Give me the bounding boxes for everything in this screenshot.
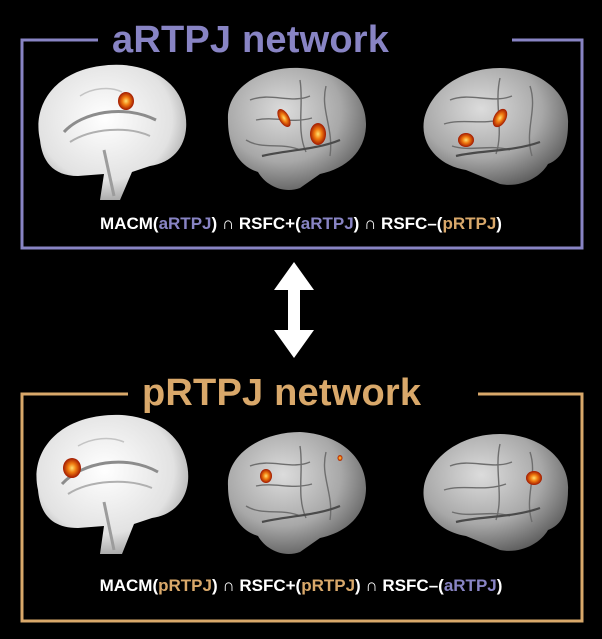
artpj-network-formula: MACM(aRTPJ) ∩ RSFC+(aRTPJ) ∩ RSFC–(pRTPJ… <box>0 214 602 234</box>
activation-blob <box>458 133 474 147</box>
activation-blob <box>492 108 508 128</box>
artpj-network-title: aRTPJ network <box>112 19 390 61</box>
formula-region-prtpj: pRTPJ <box>158 576 212 595</box>
activation-blob <box>260 469 272 483</box>
activation-blob <box>118 92 134 110</box>
formula-region-artpj: aRTPJ <box>443 576 497 595</box>
prtpj-network-formula: MACM(pRTPJ) ∩ RSFC+(pRTPJ) ∩ RSFC–(aRTPJ… <box>0 576 602 596</box>
brain-sagittal-view <box>36 414 189 554</box>
prtpj-network-title: pRTPJ network <box>142 372 422 414</box>
activation-blob <box>526 471 542 485</box>
formula-text: ) <box>496 214 502 233</box>
activation-blob <box>63 458 81 478</box>
double-headed-arrow-icon <box>274 262 314 358</box>
formula-text: ) ∩ RSFC+( <box>211 214 301 233</box>
artpj-network-frame <box>20 38 584 250</box>
prtpj-network-frame <box>20 392 584 623</box>
activation-blob <box>310 123 326 145</box>
activation-blob <box>337 455 343 461</box>
formula-region-artpj: aRTPJ <box>158 214 212 233</box>
formula-region-artpj: aRTPJ <box>300 214 354 233</box>
formula-text: ) <box>496 576 503 595</box>
brain-lateral-view-right <box>423 434 569 551</box>
formula-text: ) ∩ RSFC+( <box>211 576 302 595</box>
formula-text: MACM( <box>99 576 159 595</box>
formula-text: ) ∩ RSFC–( <box>353 214 443 233</box>
formula-text: ) ∩ RSFC–( <box>355 576 444 595</box>
formula-region-prtpj: pRTPJ <box>301 576 356 595</box>
brain-lateral-view-left <box>227 432 366 555</box>
brain-sagittal-view <box>38 64 187 200</box>
activation-blob <box>277 108 291 128</box>
formula-region-prtpj: pRTPJ <box>442 214 497 233</box>
formula-text: MACM( <box>100 214 159 233</box>
